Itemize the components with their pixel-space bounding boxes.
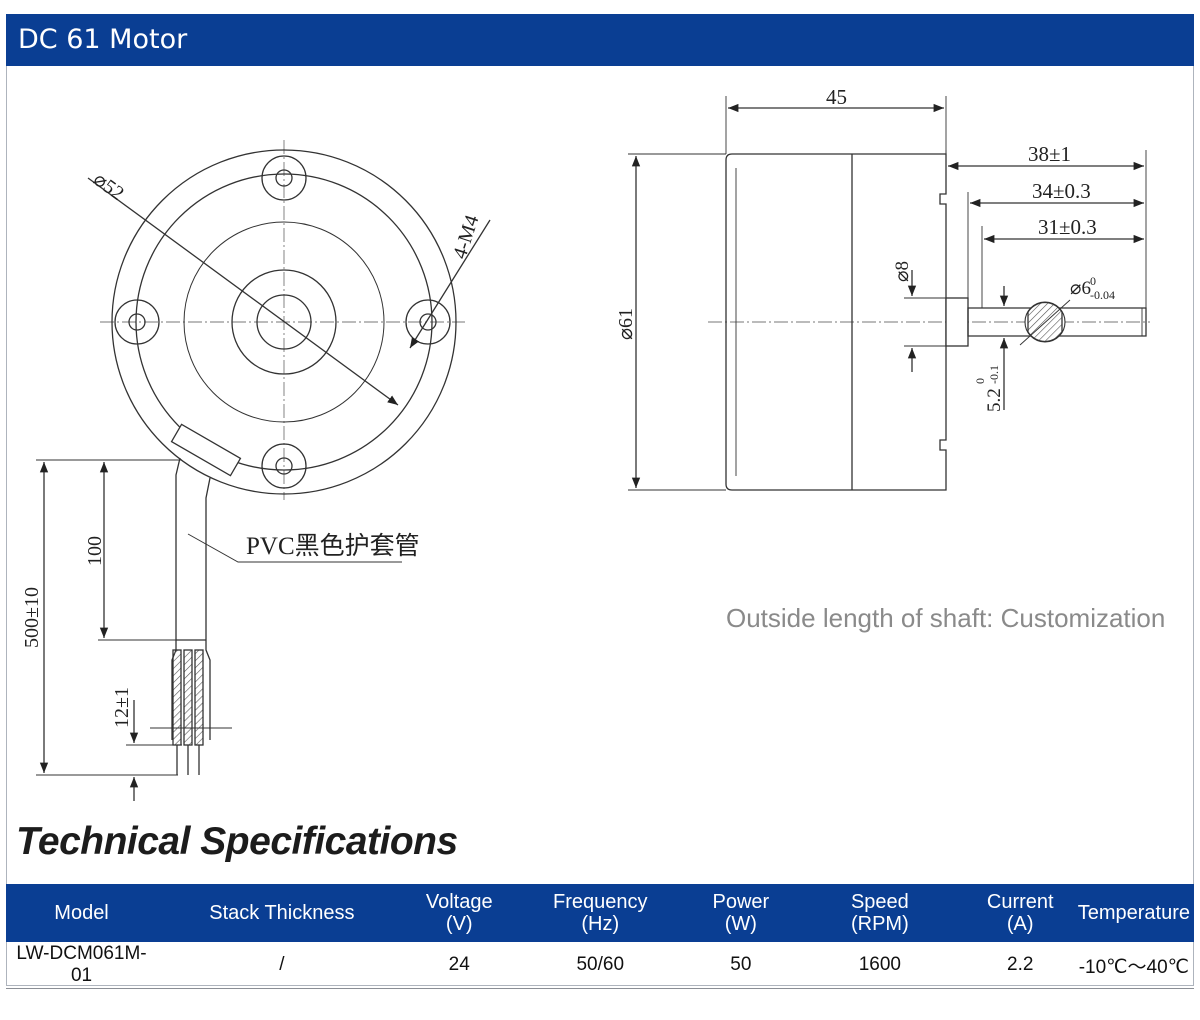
motor-shaft xyxy=(967,307,1147,337)
dim-500-label: 500±10 xyxy=(21,587,43,648)
motor-body xyxy=(725,153,947,491)
cell-temperature: -10℃～40℃ xyxy=(1073,942,1194,989)
dim-5-2-tol-upper: 0 xyxy=(973,378,987,384)
dim-45-label: 45 xyxy=(826,85,847,109)
cable-label-leader xyxy=(187,533,402,563)
shaft-length-note: Outside length of shaft: Customization xyxy=(726,603,1166,633)
dim-6-tol-upper: 0 xyxy=(1090,274,1096,288)
col-current: Current(A) xyxy=(966,884,1074,942)
specs-heading: Technical Specifications xyxy=(16,820,458,863)
col-model: Model xyxy=(6,884,158,942)
dim-31-label: 31±0.3 xyxy=(1038,215,1097,239)
cell-model: LW-DCM061M-01 xyxy=(6,942,158,989)
specs-header-row: Model Stack Thickness Voltage(V) Frequen… xyxy=(6,884,1194,942)
page-title: DC 61 Motor xyxy=(18,24,188,55)
dim-34-label: 34±0.3 xyxy=(1032,179,1091,203)
flange-outline xyxy=(111,149,457,495)
dim-5-2-label: 5.2 xyxy=(984,388,1005,412)
mounting-hole-right xyxy=(405,299,451,345)
table-row: LW-DCM061M-01 / 24 50/60 50 1600 2.2 -10… xyxy=(6,942,1194,989)
col-power: Power(W) xyxy=(688,884,793,942)
cell-speed: 1600 xyxy=(792,942,967,989)
col-stack-thickness: Stack Thickness xyxy=(157,884,407,942)
front-view xyxy=(36,140,491,801)
holes-4m4-label: 4-M4 xyxy=(449,212,484,261)
cell-voltage: 24 xyxy=(406,942,512,989)
mounting-hole-bottom xyxy=(261,443,307,489)
cable-label: PVC黑色护套管 xyxy=(246,532,420,560)
cable-wires xyxy=(150,640,232,775)
mounting-hole-top xyxy=(261,155,307,201)
col-speed: Speed(RPM) xyxy=(792,884,967,942)
diameter-leader xyxy=(87,177,399,406)
dim-6-label: ⌀6 xyxy=(1070,278,1091,299)
cell-current: 2.2 xyxy=(966,942,1074,989)
holes-leader xyxy=(409,219,491,349)
title-bar: DC 61 Motor xyxy=(6,14,1194,66)
dim-38-label: 38±1 xyxy=(1028,142,1071,166)
col-frequency: Frequency(Hz) xyxy=(511,884,689,942)
side-view xyxy=(628,96,1150,491)
dim-5-2-tol-lower: -0.1 xyxy=(987,365,1001,384)
cell-power: 50 xyxy=(688,942,793,989)
dim-61-label: ⌀61 xyxy=(615,308,637,340)
dim-8-label: ⌀8 xyxy=(892,261,913,282)
col-voltage: Voltage(V) xyxy=(406,884,512,942)
diameter-52-label: ⌀52 xyxy=(89,168,128,205)
cell-frequency: 50/60 xyxy=(511,942,689,989)
col-temperature: Temperature xyxy=(1073,884,1194,942)
specs-table: Model Stack Thickness Voltage(V) Frequen… xyxy=(6,884,1194,989)
cell-stack-thickness: / xyxy=(157,942,407,989)
mounting-hole-left xyxy=(114,299,160,345)
dim-12-label: 12±1 xyxy=(111,687,133,728)
dim-6-tol-lower: -0.04 xyxy=(1090,288,1115,302)
dim-100-label: 100 xyxy=(84,536,106,566)
